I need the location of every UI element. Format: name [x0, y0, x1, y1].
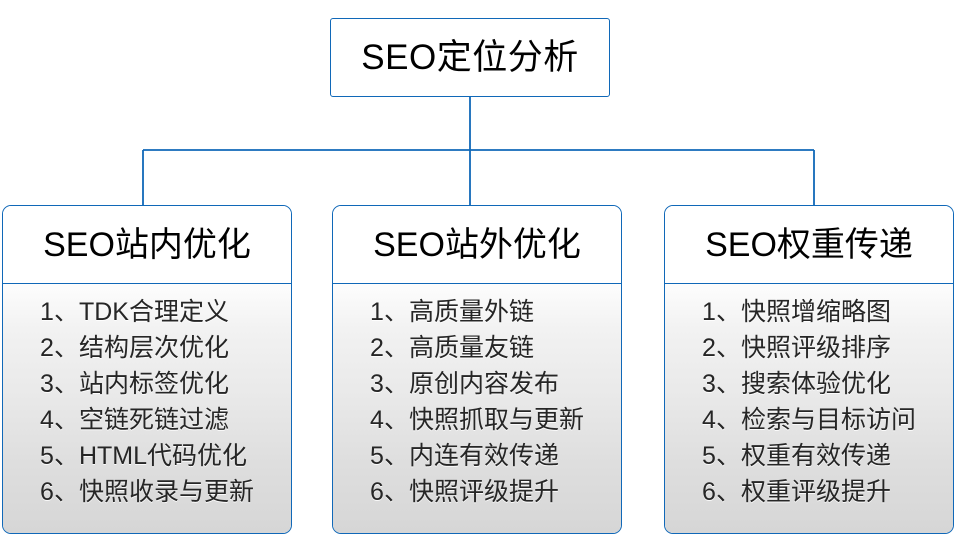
list-item: 3、搜索体验优化 [702, 370, 891, 398]
branch-header-label-3: SEO权重传递 [705, 225, 913, 264]
list-item: 1、快照增缩略图 [702, 298, 891, 326]
branch-body-2: 1、高质量外链 2、高质量友链 3、原创内容发布 4、快照抓取与更新 5、内连有… [333, 284, 621, 533]
branch-body-1: 1、TDK合理定义 2、结构层次优化 3、站内标签优化 4、空链死链过滤 5、H… [3, 284, 291, 533]
list-item: 4、快照抓取与更新 [370, 406, 584, 434]
list-item: 6、快照收录与更新 [40, 478, 254, 506]
list-item: 1、高质量外链 [370, 298, 534, 326]
branch-node-2[interactable]: SEO站外优化 1、高质量外链 2、高质量友链 3、原创内容发布 4、快照抓取与… [332, 205, 622, 534]
list-item: 2、高质量友链 [370, 334, 534, 362]
branch-node-3[interactable]: SEO权重传递 1、快照增缩略图 2、快照评级排序 3、搜索体验优化 4、检索与… [664, 205, 954, 534]
list-item: 2、快照评级排序 [702, 334, 891, 362]
list-item: 1、TDK合理定义 [40, 298, 229, 326]
branch-item-list-2: 1、高质量外链 2、高质量友链 3、原创内容发布 4、快照抓取与更新 5、内连有… [370, 294, 584, 510]
list-item: 6、快照评级提升 [370, 478, 559, 506]
root-node-title: SEO定位分析 [361, 38, 579, 77]
branch-header-label-2: SEO站外优化 [373, 225, 581, 264]
list-item: 2、结构层次优化 [40, 334, 229, 362]
list-item: 3、站内标签优化 [40, 370, 229, 398]
branch-item-list-3: 1、快照增缩略图 2、快照评级排序 3、搜索体验优化 4、检索与目标访问 5、权… [702, 294, 916, 510]
branch-header-3: SEO权重传递 [665, 206, 953, 284]
root-node[interactable]: SEO定位分析 [330, 18, 610, 97]
list-item: 6、权重评级提升 [702, 478, 891, 506]
list-item: 5、HTML代码优化 [40, 442, 248, 470]
branch-node-1[interactable]: SEO站内优化 1、TDK合理定义 2、结构层次优化 3、站内标签优化 4、空链… [2, 205, 292, 534]
branch-header-2: SEO站外优化 [333, 206, 621, 284]
list-item: 4、空链死链过滤 [40, 406, 229, 434]
branch-header-1: SEO站内优化 [3, 206, 291, 284]
list-item: 5、内连有效传递 [370, 442, 559, 470]
list-item: 5、权重有效传递 [702, 442, 891, 470]
branch-item-list-1: 1、TDK合理定义 2、结构层次优化 3、站内标签优化 4、空链死链过滤 5、H… [40, 294, 254, 510]
branch-body-3: 1、快照增缩略图 2、快照评级排序 3、搜索体验优化 4、检索与目标访问 5、权… [665, 284, 953, 533]
list-item: 4、检索与目标访问 [702, 406, 916, 434]
list-item: 3、原创内容发布 [370, 370, 559, 398]
branch-header-label-1: SEO站内优化 [43, 225, 251, 264]
